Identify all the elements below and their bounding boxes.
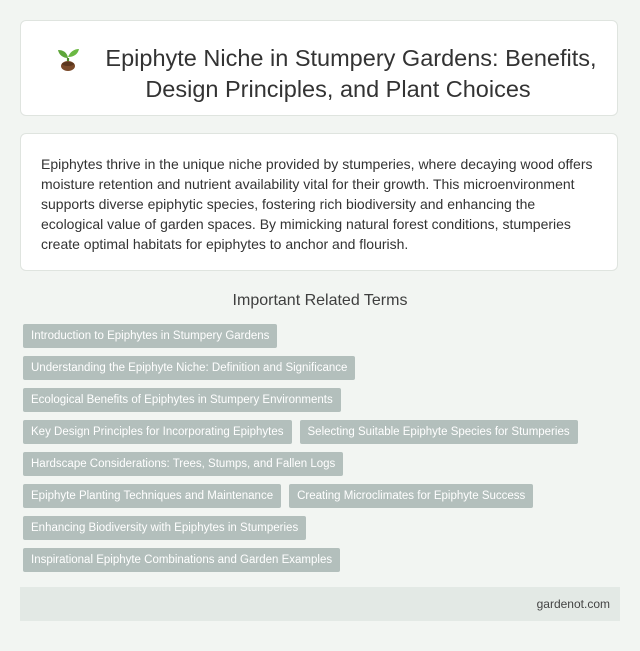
footer: gardenot.com [20, 587, 620, 621]
related-term-tag[interactable]: Selecting Suitable Epiphyte Species for … [299, 420, 578, 444]
tag-row: Introduction to Epiphytes in Stumpery Ga… [23, 324, 623, 348]
page-title: Epiphyte Niche in Stumpery Gardens: Bene… [105, 45, 597, 102]
tag-row: Key Design Principles for Incorporating … [23, 420, 623, 444]
related-term-tag[interactable]: Creating Microclimates for Epiphyte Succ… [289, 484, 534, 508]
tag-row: Understanding the Epiphyte Niche: Defini… [23, 356, 623, 380]
tag-row: Hardscape Considerations: Trees, Stumps,… [23, 452, 623, 476]
tag-row: Epiphyte Planting Techniques and Mainten… [23, 484, 623, 508]
related-terms-list: Introduction to Epiphytes in Stumpery Ga… [23, 324, 623, 580]
tag-row: Inspirational Epiphyte Combinations and … [23, 548, 623, 572]
seedling-icon [58, 49, 79, 71]
summary-paragraph: Epiphytes thrive in the unique niche pro… [41, 156, 593, 252]
related-term-tag[interactable]: Understanding the Epiphyte Niche: Defini… [23, 356, 356, 380]
summary-card: Epiphytes thrive in the unique niche pro… [20, 133, 618, 271]
tag-row: Enhancing Biodiversity with Epiphytes in… [23, 516, 623, 540]
title-card: Epiphyte Niche in Stumpery Gardens: Bene… [20, 20, 618, 116]
site-link[interactable]: gardenot.com [536, 597, 610, 611]
related-term-tag[interactable]: Inspirational Epiphyte Combinations and … [23, 548, 341, 572]
related-term-tag[interactable]: Key Design Principles for Incorporating … [23, 420, 292, 444]
related-term-tag[interactable]: Epiphyte Planting Techniques and Mainten… [23, 484, 282, 508]
related-terms-heading: Important Related Terms [232, 292, 408, 309]
related-term-tag[interactable]: Hardscape Considerations: Trees, Stumps,… [23, 452, 344, 476]
tag-row: Ecological Benefits of Epiphytes in Stum… [23, 388, 623, 412]
related-term-tag[interactable]: Ecological Benefits of Epiphytes in Stum… [23, 388, 341, 412]
related-term-tag[interactable]: Introduction to Epiphytes in Stumpery Ga… [23, 324, 278, 348]
related-term-tag[interactable]: Enhancing Biodiversity with Epiphytes in… [23, 516, 307, 540]
